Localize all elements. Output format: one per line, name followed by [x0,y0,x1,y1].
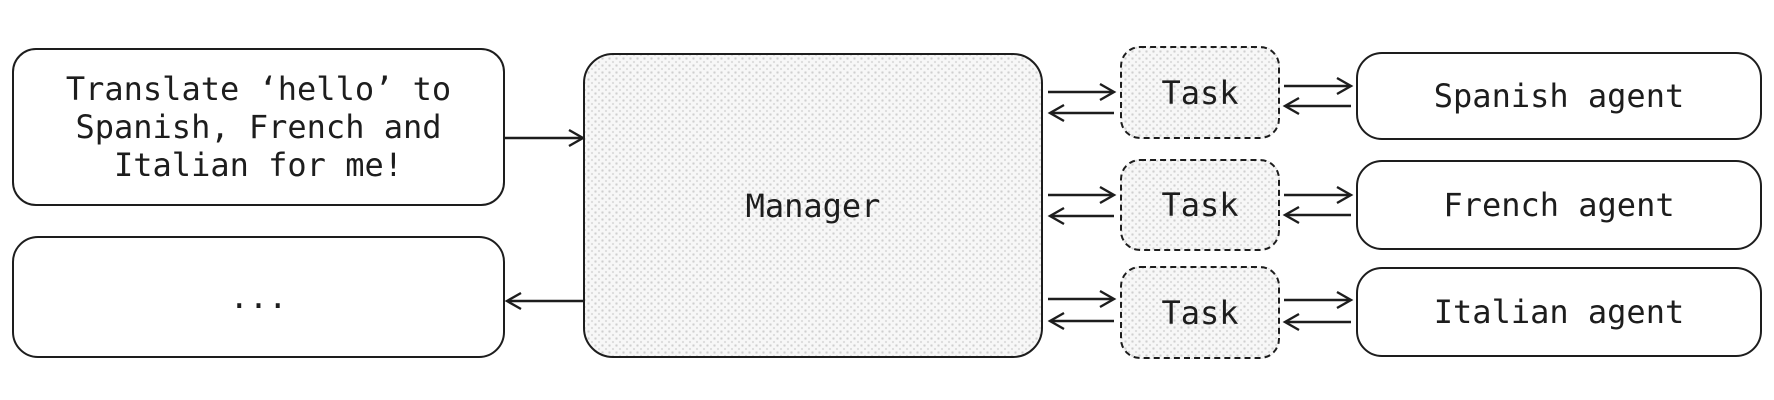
task-label: Task [1161,186,1239,224]
french-agent-box: French agent [1356,160,1762,250]
italian-agent-box: Italian agent [1356,267,1762,357]
user-request-box: Translate ‘hello’ to Spanish, French and… [12,48,505,206]
arrow-manager-to-task-2 [1048,185,1117,205]
manager-label: Manager [745,186,881,225]
manager-box: Manager [583,53,1043,358]
task-box-1: Task [1120,46,1280,139]
arrow-task-2-to-agent-2 [1284,185,1354,205]
ellipsis-box: ... [12,236,505,358]
task-label: Task [1161,293,1239,332]
spanish-agent-box: Spanish agent [1356,52,1762,140]
arrow-manager-to-ellipsis [504,291,583,311]
agent-label: French agent [1443,186,1675,224]
arrow-manager-to-task-1 [1048,82,1117,102]
agent-label: Italian agent [1433,293,1685,331]
task-box-2: Task [1120,159,1280,251]
arrow-user-request-to-manager [505,128,586,148]
task-label: Task [1161,73,1239,112]
ellipsis-label: ... [229,278,288,316]
arrow-task-2-to-manager [1047,206,1114,226]
arrow-agent-2-to-task-2 [1282,205,1351,225]
arrow-task-3-to-agent-3 [1284,290,1354,310]
user-request-text: Translate ‘hello’ to Spanish, French and… [65,70,452,184]
arrow-task-1-to-manager [1047,103,1114,123]
arrow-agent-3-to-task-3 [1282,312,1351,332]
arrow-task-1-to-agent-1 [1284,76,1354,96]
agent-label: Spanish agent [1433,77,1685,115]
arrow-agent-1-to-task-1 [1282,96,1351,116]
task-box-3: Task [1120,266,1280,359]
arrow-manager-to-task-3 [1048,289,1117,309]
arrow-task-3-to-manager [1047,311,1114,331]
